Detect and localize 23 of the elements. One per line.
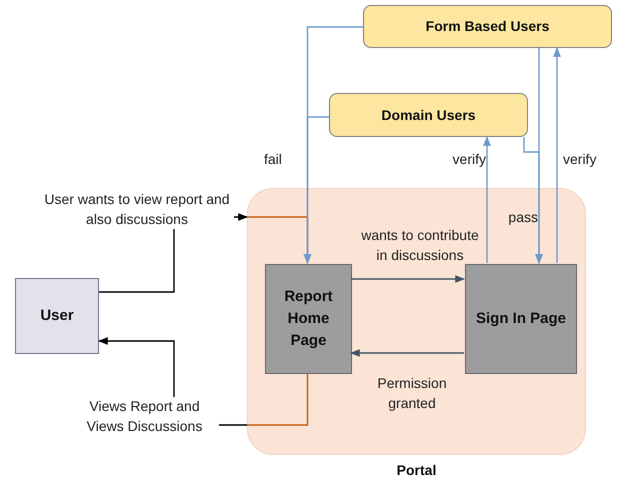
container-heading: Portal [396, 460, 438, 477]
arrow [483, 136, 491, 263]
node-label: Report Home Page [283, 287, 334, 351]
arrow [523, 137, 543, 264]
edge-label: Permission granted [376, 374, 448, 413]
actor-box [15, 278, 99, 354]
page-box [265, 264, 352, 374]
arrow [351, 275, 465, 283]
edge-label: wants to contribute in discussions [360, 226, 480, 265]
edge-label: fail [263, 150, 283, 169]
user-group-box [363, 5, 612, 48]
arrow [553, 47, 561, 263]
edge-label: verify [562, 150, 598, 169]
edge-label: pass [507, 208, 539, 227]
page-box [465, 264, 577, 374]
arrow [350, 349, 464, 357]
user-group-box [329, 93, 528, 137]
node-label: Sign In Page [476, 309, 566, 330]
node-label: Domain Users [381, 106, 476, 125]
node-label: User [40, 306, 74, 326]
node-label: Form Based Users [426, 17, 550, 36]
arrow [304, 116, 329, 264]
edge-label: verify [452, 150, 487, 169]
